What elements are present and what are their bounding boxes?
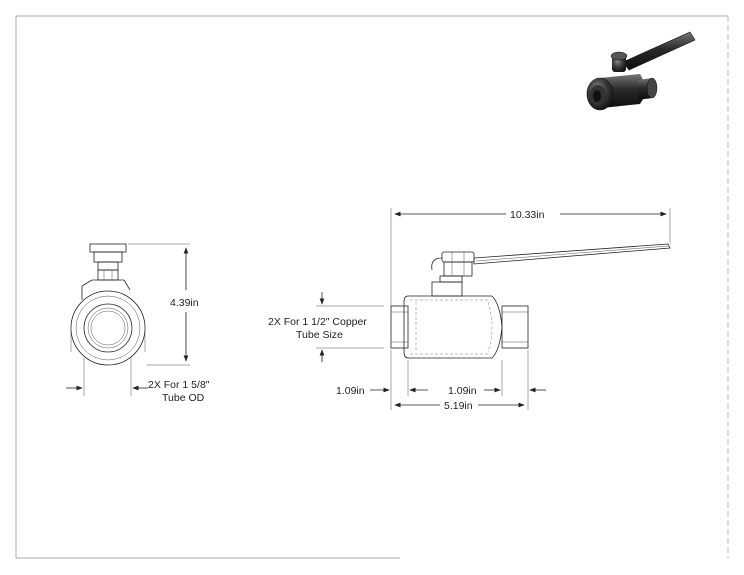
height-label: 4.39in — [170, 297, 199, 309]
tube-size-note-line2: Tube Size — [296, 329, 343, 341]
dim-tube-od: 2X For 1 5/8" Tube OD — [66, 358, 210, 404]
dim-height: 4.39in — [128, 243, 199, 366]
tube-od-note-line1: 2X For 1 5/8" — [148, 379, 210, 391]
dim-end-left: 1.09in — [336, 350, 428, 410]
end-left-label: 1.09in — [336, 385, 365, 397]
tube-od-note-line2: Tube OD — [162, 392, 205, 404]
tube-size-note-line1: 2X For 1 1/2" Copper — [268, 316, 367, 328]
body-length-label: 5.19in — [444, 400, 473, 412]
dim-end-right: 1.09in — [448, 350, 546, 410]
overall-length-label: 10.33in — [510, 209, 545, 221]
side-view — [390, 243, 671, 359]
end-view — [70, 243, 146, 366]
sheet-border — [15, 15, 729, 559]
dim-body-length: 5.19in — [394, 400, 525, 412]
end-right-label: 1.09in — [448, 385, 477, 397]
ball-valve-3d-icon — [586, 31, 696, 111]
dim-tube-size: 2X For 1 1/2" Copper Tube Size — [268, 292, 384, 362]
dim-overall-length: 10.33in — [390, 208, 671, 306]
